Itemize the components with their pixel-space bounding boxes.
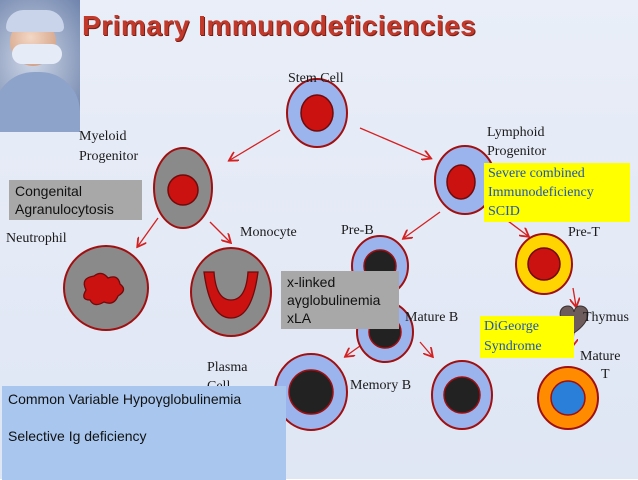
label-lymphoid-progenitor: Progenitor: [487, 144, 547, 159]
label-myeloid: Myeloid: [79, 129, 127, 144]
memory-b-cell: [431, 360, 493, 430]
box-scid: Severe combined Immunodeficiency SCID: [484, 163, 630, 222]
arrow-myeloid-to-neutrophil: [138, 217, 159, 246]
xla-line-3: xLA: [287, 310, 312, 326]
box-cvid-selective: Common Variable Hypoγglobulinemia Select…: [2, 386, 286, 480]
label-lymphoid: Lymphoid: [487, 125, 545, 140]
myeloid-progenitor-cell: [153, 147, 213, 229]
cvid-text: Common Variable Hypoγglobulinemia: [8, 391, 242, 407]
digeorge-line-2: Syndrome: [484, 339, 542, 354]
xla-line-2: aγglobulinemia: [287, 292, 381, 308]
neutrophil-cell: [63, 245, 149, 331]
congenital-line-1: Congenital: [15, 183, 82, 199]
doctor-photo: [0, 0, 80, 132]
box-congenital-agranulocytosis: Congenital Agranulocytosis: [9, 180, 142, 220]
label-neutrophil: Neutrophil: [6, 231, 67, 246]
label-plasma: Plasma: [207, 360, 248, 375]
label-mature-t: Mature: [580, 349, 621, 364]
label-myeloid-progenitor: Progenitor: [79, 149, 139, 164]
label-memory-b: Memory B: [350, 378, 412, 393]
label-monocyte: Monocyte: [240, 225, 297, 240]
digeorge-line-1: DiGeorge: [484, 319, 539, 334]
label-mature-b: Mature B: [405, 310, 459, 325]
plasma-cell: [274, 353, 348, 431]
selective-ig-text: Selective Ig deficiency: [8, 428, 147, 444]
arrow-myeloid-to-monocyte: [209, 221, 230, 242]
arrow-matureb-to-memory: [419, 341, 432, 356]
lymphoid-progenitor-cell: [434, 145, 496, 215]
xla-line-1: x-linked: [287, 274, 336, 290]
monocyte-cell: [190, 247, 272, 337]
label-thymus: Thymus: [583, 310, 629, 325]
label-pre-b: Pre-B: [341, 223, 374, 238]
label-pre-t: Pre-T: [568, 225, 600, 240]
scid-line-3: SCID: [488, 204, 520, 219]
label-mature-t-2: T: [601, 367, 610, 382]
arrow-pret-to-thymus: [573, 287, 576, 306]
pre-t-cell: [515, 233, 573, 295]
mature-t-cell: [537, 366, 599, 430]
arrow-stem-to-lymphoid: [359, 127, 430, 158]
label-stem-cell: Stem Cell: [288, 71, 344, 86]
slide-title: Primary Immunodeficiencies: [82, 10, 477, 41]
scid-line-2: Immunodeficiency: [488, 185, 594, 200]
arrow-stem-to-myeloid: [230, 129, 281, 160]
scid-line-1: Severe combined: [488, 166, 585, 181]
stem-cell: [286, 78, 348, 148]
arrow-lymphoid-to-preb: [404, 211, 441, 238]
box-xla: x-linked aγglobulinemia xLA: [281, 271, 399, 329]
congenital-line-2: Agranulocytosis: [15, 201, 114, 217]
box-digeorge: DiGeorge Syndrome: [480, 316, 574, 358]
arrow-matureb-to-plasma: [346, 345, 361, 356]
